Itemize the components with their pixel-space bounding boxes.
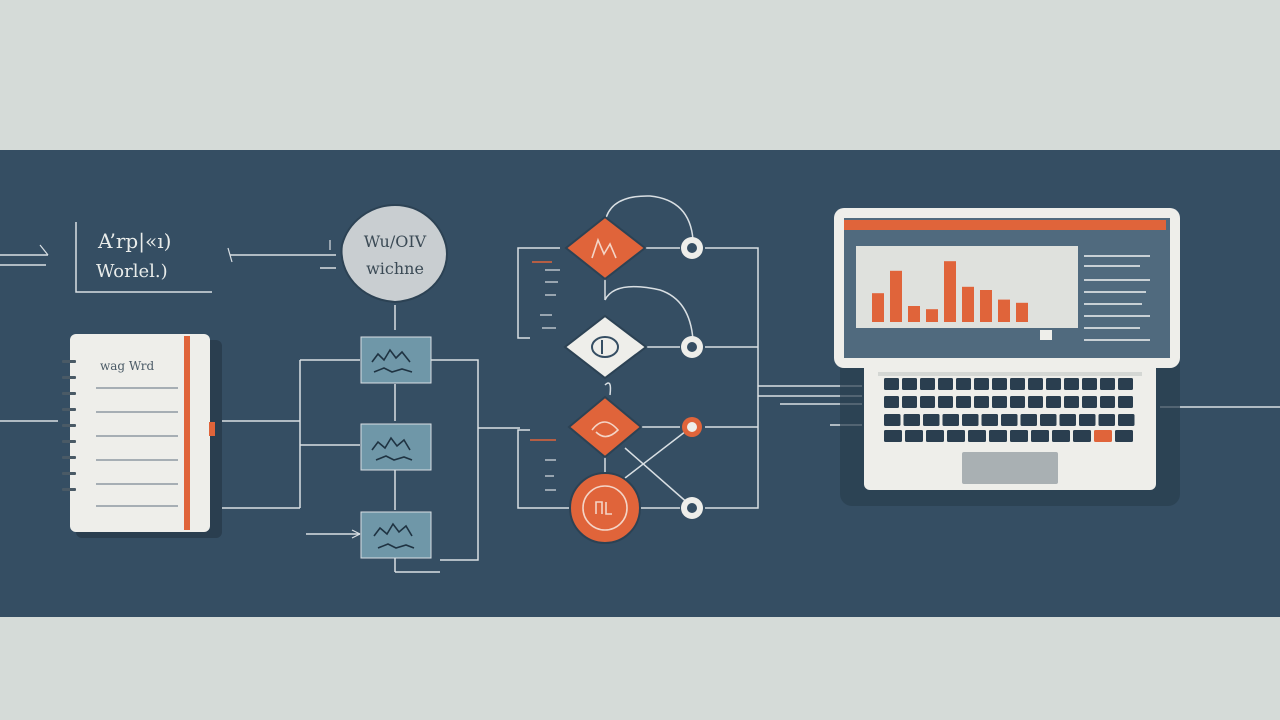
keyboard-key xyxy=(1098,414,1115,426)
keyboard-key xyxy=(1010,396,1025,408)
keyboard-key xyxy=(1118,378,1133,390)
trackpad xyxy=(962,452,1058,484)
tick-marks xyxy=(39,240,560,539)
keyboard-key xyxy=(1073,430,1091,442)
bar-chart-icon xyxy=(872,261,1028,322)
screen-bar xyxy=(872,293,884,322)
keyboard-key xyxy=(1046,378,1061,390)
keyboard-key xyxy=(902,396,917,408)
keyboard-key xyxy=(905,430,923,442)
keyboard-key xyxy=(962,414,979,426)
keyboard-key xyxy=(1118,396,1133,408)
keyboard-key xyxy=(1082,378,1097,390)
keyboard-key xyxy=(884,378,899,390)
screen-bar xyxy=(926,309,938,322)
keyboard-key xyxy=(1059,414,1076,426)
screen-bar xyxy=(980,290,992,322)
keyboard-key xyxy=(989,430,1007,442)
notebook-title: wag Wrd xyxy=(100,359,154,373)
screen-sidebar-lines xyxy=(1084,255,1150,341)
keyboard-key xyxy=(938,396,953,408)
keyboard-key xyxy=(884,430,902,442)
keyboard-key xyxy=(1100,396,1115,408)
keyboard-key xyxy=(968,430,986,442)
keyboard xyxy=(884,378,1135,442)
keyboard-key xyxy=(942,414,959,426)
keyboard-key xyxy=(974,378,989,390)
keyboard-key xyxy=(923,414,940,426)
notebook-icon: wag Wrd xyxy=(62,334,222,538)
output-ring-nodes xyxy=(681,237,703,519)
input-box-line1: A’rp|«ı) xyxy=(97,229,171,254)
screen-bar xyxy=(1016,302,1028,322)
teal-node-2 xyxy=(360,423,432,471)
screen-bar xyxy=(998,299,1010,322)
keyboard-key xyxy=(1079,414,1096,426)
diamond-node-orange-2 xyxy=(567,395,643,459)
keyboard-key xyxy=(1100,378,1115,390)
keyboard-key xyxy=(938,378,953,390)
keyboard-key xyxy=(1010,430,1028,442)
laptop-icon xyxy=(834,208,1180,506)
circle-node-icon xyxy=(569,472,641,544)
screen-bar xyxy=(908,306,920,322)
keyboard-key xyxy=(1031,430,1049,442)
keyboard-key xyxy=(981,414,998,426)
keyboard-key xyxy=(1028,378,1043,390)
keyboard-key xyxy=(1052,430,1070,442)
keyboard-key xyxy=(1040,414,1057,426)
keyboard-key xyxy=(1020,414,1037,426)
keyboard-key xyxy=(1046,396,1061,408)
keyboard-key xyxy=(884,414,901,426)
screen-bar xyxy=(962,286,974,322)
keyboard-key xyxy=(902,378,917,390)
keyboard-key xyxy=(1118,414,1135,426)
keyboard-key xyxy=(884,396,899,408)
keyboard-key xyxy=(1094,430,1112,442)
keyboard-key xyxy=(920,396,935,408)
cloud-line2: wichne xyxy=(366,259,424,278)
input-text-box: A’rp|«ı) Worlel.) xyxy=(96,229,171,282)
keyboard-key xyxy=(920,378,935,390)
teal-node-3 xyxy=(360,511,432,559)
cloud-node: Wu/OIV wichne xyxy=(340,203,448,304)
keyboard-key xyxy=(974,396,989,408)
diamond-node-white xyxy=(563,314,648,380)
screen-bar xyxy=(944,261,956,322)
keyboard-key xyxy=(956,378,971,390)
keyboard-key xyxy=(1064,396,1079,408)
keyboard-key xyxy=(926,430,944,442)
keyboard-key xyxy=(992,396,1007,408)
input-box-line2: Worlel.) xyxy=(96,261,168,282)
keyboard-key xyxy=(947,430,965,442)
keyboard-key xyxy=(1115,430,1133,442)
keyboard-key xyxy=(1028,396,1043,408)
keyboard-key xyxy=(903,414,920,426)
keyboard-key xyxy=(1082,396,1097,408)
teal-node-1 xyxy=(360,336,432,384)
keyboard-key xyxy=(1064,378,1079,390)
keyboard-key xyxy=(956,396,971,408)
keyboard-key xyxy=(1001,414,1018,426)
keyboard-key xyxy=(1010,378,1025,390)
cloud-line1: Wu/OIV xyxy=(364,232,427,251)
keyboard-key xyxy=(992,378,1007,390)
screen-bar xyxy=(890,270,902,322)
diamond-node-icon xyxy=(564,215,647,281)
